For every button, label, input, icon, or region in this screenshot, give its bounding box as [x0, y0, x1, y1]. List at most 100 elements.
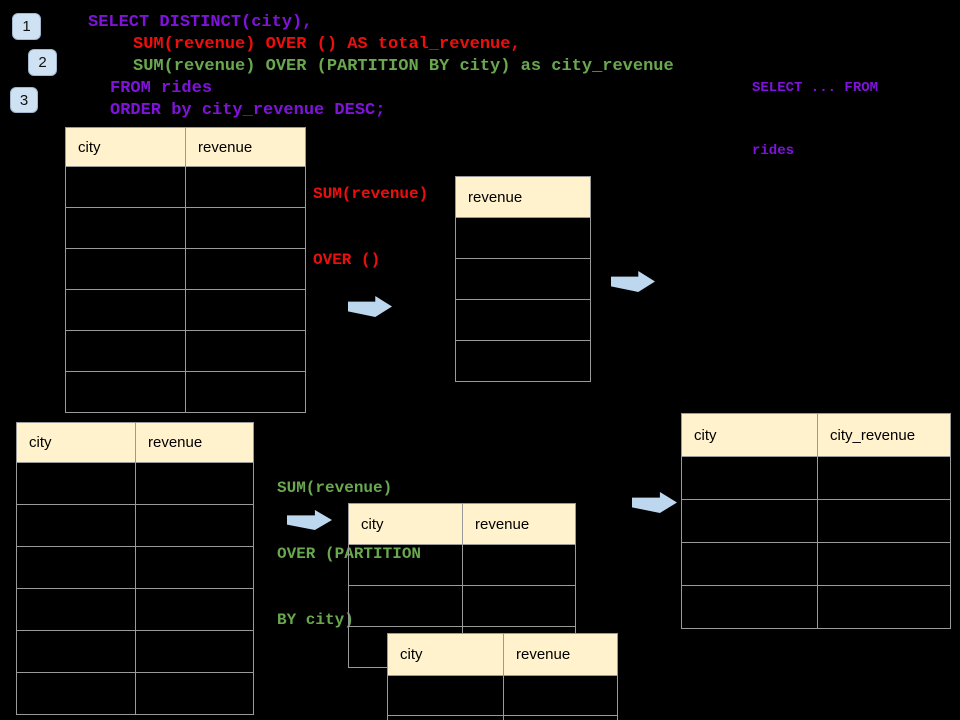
empty-cell — [135, 588, 254, 631]
table-header-row: city city_revenue — [681, 413, 951, 457]
table-input-bottom: city revenue — [16, 422, 254, 715]
empty-cell — [16, 630, 136, 673]
empty-cell — [65, 289, 186, 331]
table-row — [65, 371, 306, 413]
empty-cell — [185, 207, 306, 249]
sql-note-line-2: rides — [752, 143, 795, 159]
column-header-city: city — [348, 503, 463, 545]
label-total-line-2: OVER () — [313, 251, 381, 269]
table-row — [387, 715, 618, 720]
empty-cell — [387, 715, 504, 720]
table-total-revenue: revenue — [455, 176, 591, 382]
empty-cell — [135, 672, 254, 715]
column-header-revenue: revenue — [462, 503, 576, 545]
label-sum-over-total: SUM(revenue) OVER () — [313, 139, 428, 315]
right-arrow-icon — [611, 271, 655, 292]
sql-line-total-revenue: SUM(revenue) OVER () AS total_revenue, — [133, 35, 521, 54]
table-row — [681, 585, 951, 629]
empty-cell — [65, 248, 186, 290]
empty-cell — [681, 499, 818, 543]
empty-cell — [65, 166, 186, 208]
sql-line-order-by: ORDER by city_revenue DESC; — [110, 101, 386, 120]
table-row — [16, 504, 254, 547]
empty-cell — [817, 585, 951, 629]
table-row — [16, 462, 254, 505]
right-arrow-icon — [632, 492, 677, 513]
table-row — [65, 289, 306, 331]
column-header-city: city — [16, 422, 136, 463]
table-row — [65, 207, 306, 249]
empty-cell — [455, 340, 591, 382]
table-row — [455, 340, 591, 382]
column-header-city: city — [65, 127, 186, 167]
empty-cell — [16, 588, 136, 631]
column-header-revenue: revenue — [135, 422, 254, 463]
sql-line-select: SELECT DISTINCT(city), — [88, 13, 313, 32]
table-row — [16, 630, 254, 673]
table-city-revenue-output: city city_revenue — [681, 413, 951, 629]
step-badge-3: 3 — [10, 87, 38, 113]
table-row — [65, 248, 306, 290]
table-header-row: city revenue — [16, 422, 254, 463]
table-partition-group-b: city revenue — [387, 633, 618, 720]
empty-cell — [135, 546, 254, 589]
label-total-line-1: SUM(revenue) — [313, 185, 429, 203]
empty-cell — [65, 207, 186, 249]
empty-cell — [681, 542, 818, 586]
table-row — [387, 675, 618, 716]
empty-cell — [16, 672, 136, 715]
empty-cell — [185, 166, 306, 208]
empty-cell — [817, 456, 951, 500]
column-header-revenue: revenue — [455, 176, 591, 218]
empty-cell — [503, 675, 618, 716]
empty-cell — [681, 585, 818, 629]
column-header-city: city — [681, 413, 818, 457]
empty-cell — [185, 371, 306, 413]
sql-line-partition: SUM(revenue) OVER (PARTITION BY city) as… — [133, 57, 674, 76]
table-header-row: revenue — [455, 176, 591, 218]
label-partition-line-3: BY city) — [277, 611, 354, 629]
empty-cell — [817, 499, 951, 543]
table-row — [455, 258, 591, 300]
table-row — [65, 330, 306, 372]
empty-cell — [135, 462, 254, 505]
table-row — [16, 588, 254, 631]
table-row — [455, 299, 591, 341]
column-header-city-revenue: city_revenue — [817, 413, 951, 457]
table-row — [16, 546, 254, 589]
empty-cell — [185, 248, 306, 290]
step-badge-1: 1 — [12, 13, 41, 40]
empty-cell — [65, 330, 186, 372]
empty-cell — [16, 546, 136, 589]
table-row — [681, 456, 951, 500]
column-header-city: city — [387, 633, 504, 676]
column-header-revenue: revenue — [185, 127, 306, 167]
empty-cell — [462, 544, 576, 586]
empty-cell — [16, 462, 136, 505]
empty-cell — [135, 504, 254, 547]
table-row — [681, 499, 951, 543]
table-row — [348, 585, 576, 627]
label-partition-line-1: SUM(revenue) — [277, 479, 393, 497]
table-header-row: city revenue — [387, 633, 618, 676]
empty-cell — [462, 585, 576, 627]
empty-cell — [348, 544, 463, 586]
empty-cell — [503, 715, 618, 720]
table-header-row: city revenue — [65, 127, 306, 167]
empty-cell — [455, 258, 591, 300]
table-row — [16, 672, 254, 715]
sql-note-line-1: SELECT ... FROM — [752, 80, 879, 96]
empty-cell — [455, 217, 591, 259]
empty-cell — [65, 371, 186, 413]
sql-note-select-from-rides: SELECT ... FROM rides — [752, 36, 878, 204]
table-input-top: city revenue — [65, 127, 306, 413]
empty-cell — [387, 675, 504, 716]
empty-cell — [135, 630, 254, 673]
empty-cell — [185, 289, 306, 331]
table-row — [455, 217, 591, 259]
empty-cell — [455, 299, 591, 341]
step-badge-2: 2 — [28, 49, 57, 76]
table-row — [65, 166, 306, 208]
table-row — [681, 542, 951, 586]
